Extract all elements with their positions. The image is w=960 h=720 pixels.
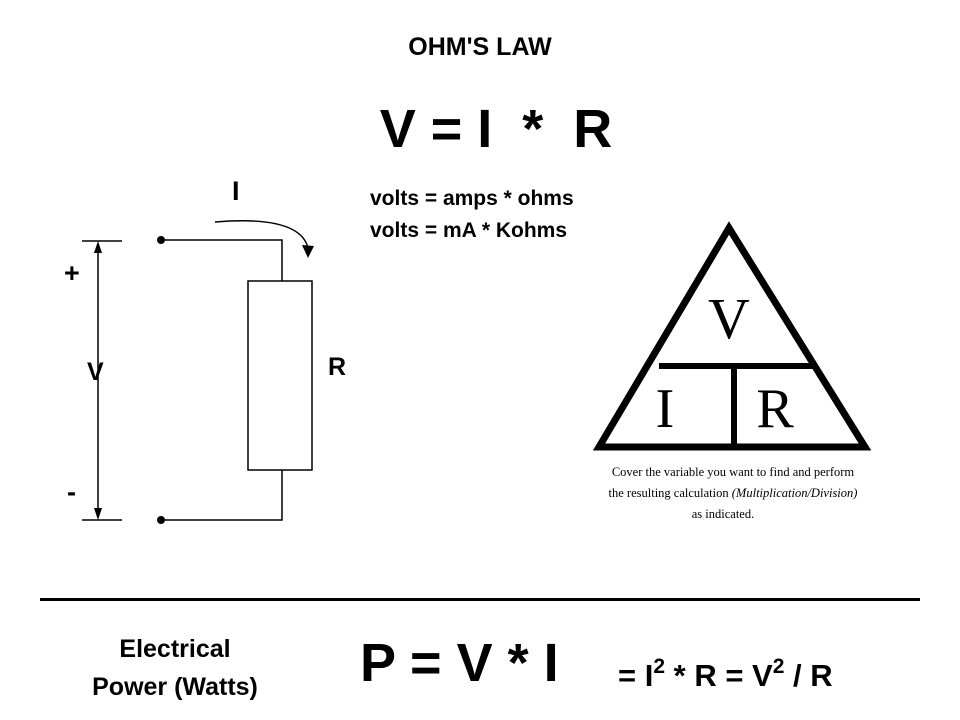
minus-label: - — [67, 477, 76, 507]
voltage-label: V — [87, 358, 104, 386]
current-arrowhead — [302, 245, 314, 258]
triangle-caption-line2a: the resulting calculation — [609, 486, 732, 500]
power-alt-equation: = I2 * R = V2 / R — [618, 655, 833, 694]
vir-triangle: V I R Cover the variable you want to fin… — [592, 221, 872, 521]
triangle-i: I — [656, 378, 675, 440]
plus-label: + — [64, 258, 80, 288]
triangle-r: R — [756, 378, 794, 440]
resistor — [247, 280, 313, 471]
triangle-caption-line2: the resulting calculation (Multiplicatio… — [609, 486, 858, 500]
units-line-amps-ohms: volts = amps * ohms — [370, 187, 574, 210]
units-line-ma-kohms: volts = mA * Kohms — [370, 219, 568, 242]
power-alt-prefix: = I — [618, 658, 654, 693]
triangle-caption-line2b: (Multiplication/Division) — [732, 486, 858, 500]
wire-top — [161, 239, 283, 281]
power-alt-suffix: / R — [784, 658, 833, 693]
triangle-caption-line1: Cover the variable you want to find and … — [612, 465, 855, 479]
current-arrow — [214, 220, 309, 249]
power-alt-exponent-1: 2 — [653, 655, 666, 678]
power-alt-exponent-2: 2 — [772, 655, 785, 678]
voltage-arrowhead-bottom — [94, 508, 102, 520]
resistor-label: R — [328, 353, 347, 381]
wire-bottom — [161, 470, 283, 521]
divider-line — [40, 598, 920, 601]
page-title: OHM'S LAW — [408, 33, 552, 61]
power-equation: P = V * I — [360, 633, 559, 693]
power-alt-middle: * R = V — [665, 658, 773, 693]
triangle-caption-line3: as indicated. — [692, 507, 754, 521]
current-label: I — [232, 176, 240, 206]
power-label-line1: Electrical — [119, 635, 231, 663]
voltage-arrowhead-top — [94, 241, 102, 253]
triangle-v: V — [708, 286, 750, 351]
power-label-line2: Power (Watts) — [92, 673, 258, 701]
circuit-diagram — [82, 220, 314, 524]
ohms-law-equation: V = I * R — [379, 99, 613, 159]
power-label: Electrical Power (Watts) — [60, 630, 290, 706]
